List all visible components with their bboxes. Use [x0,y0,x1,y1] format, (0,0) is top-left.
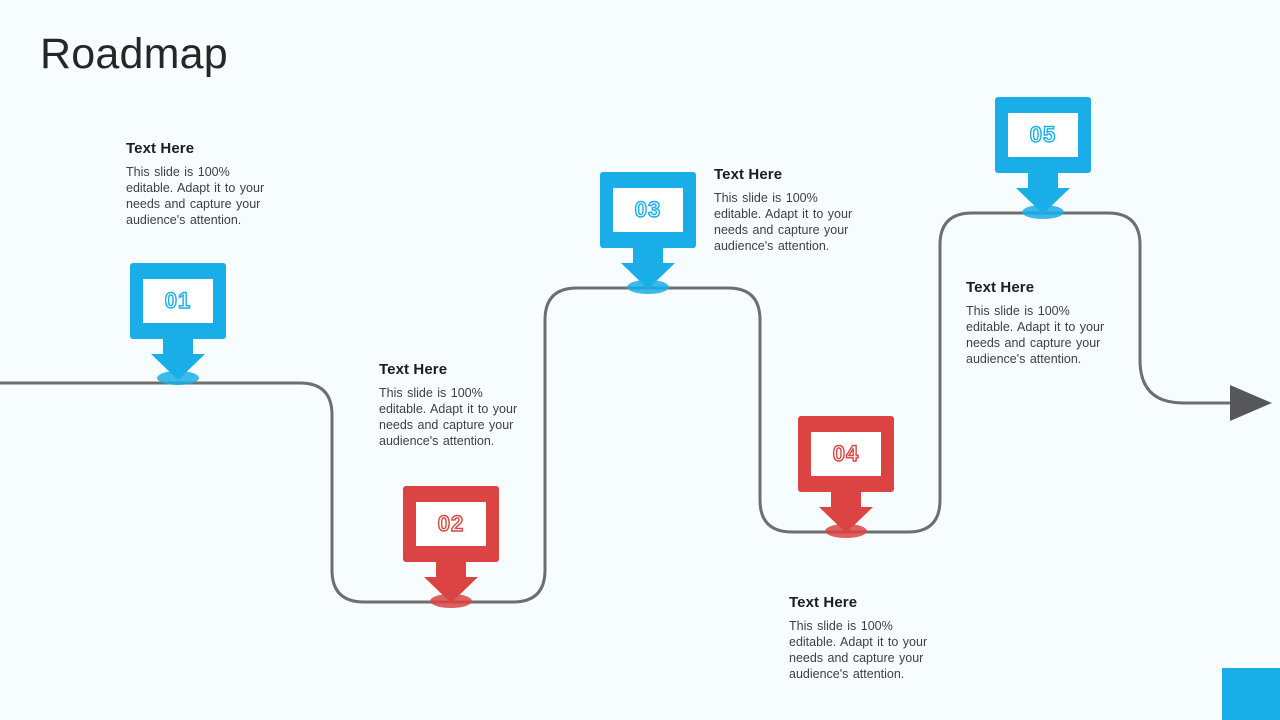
marker-pin-arrow-icon [798,491,894,538]
milestone-marker-05[interactable]: 05 [995,97,1091,219]
marker-number: 03 [634,197,662,222]
milestone-text-04: Text Here This slide is 100% editable. A… [789,593,941,682]
path-line [0,211,1240,604]
milestone-text-01: Text Here This slide is 100% editable. A… [126,139,278,228]
marker-number-plate: 04 [811,432,881,476]
marker-pin-arrow-icon [995,172,1091,219]
marker-number-plate: 01 [143,279,213,323]
marker-pin-arrow-icon [600,247,696,294]
page-title: Roadmap [40,30,228,78]
milestone-description: This slide is 100% editable. Adapt it to… [714,191,853,253]
path-arrowhead-icon [1230,385,1272,421]
marker-body: 01 [130,263,226,339]
milestone-marker-03[interactable]: 03 [600,172,696,294]
milestone-text-02: Text Here This slide is 100% editable. A… [379,360,531,449]
marker-number-plate: 05 [1008,113,1078,157]
milestone-heading: Text Here [714,166,783,183]
marker-body: 04 [798,416,894,492]
milestone-description: This slide is 100% editable. Adapt it to… [789,619,928,681]
milestone-description: This slide is 100% editable. Adapt it to… [126,165,265,227]
marker-number: 05 [1029,122,1057,147]
milestone-heading: Text Here [789,594,858,611]
marker-number-plate: 02 [416,502,486,546]
milestone-marker-01[interactable]: 01 [130,263,226,385]
milestone-description: This slide is 100% editable. Adapt it to… [379,386,518,448]
milestone-heading: Text Here [966,279,1035,296]
milestone-text-03: Text Here This slide is 100% editable. A… [714,165,866,254]
marker-pin-arrow-icon [403,561,499,608]
marker-number: 02 [437,511,465,536]
milestone-heading: Text Here [379,361,448,378]
marker-pin-arrow-icon [130,338,226,385]
marker-body: 05 [995,97,1091,173]
milestone-marker-04[interactable]: 04 [798,416,894,538]
marker-number: 04 [832,441,860,466]
milestone-marker-02[interactable]: 02 [403,486,499,608]
corner-decoration-block [1222,668,1280,720]
milestone-description: This slide is 100% editable. Adapt it to… [966,304,1105,366]
milestone-heading: Text Here [126,140,195,157]
marker-body: 02 [403,486,499,562]
marker-number: 01 [164,288,192,313]
marker-body: 03 [600,172,696,248]
milestone-text-05: Text Here This slide is 100% editable. A… [966,278,1118,367]
marker-number-plate: 03 [613,188,683,232]
